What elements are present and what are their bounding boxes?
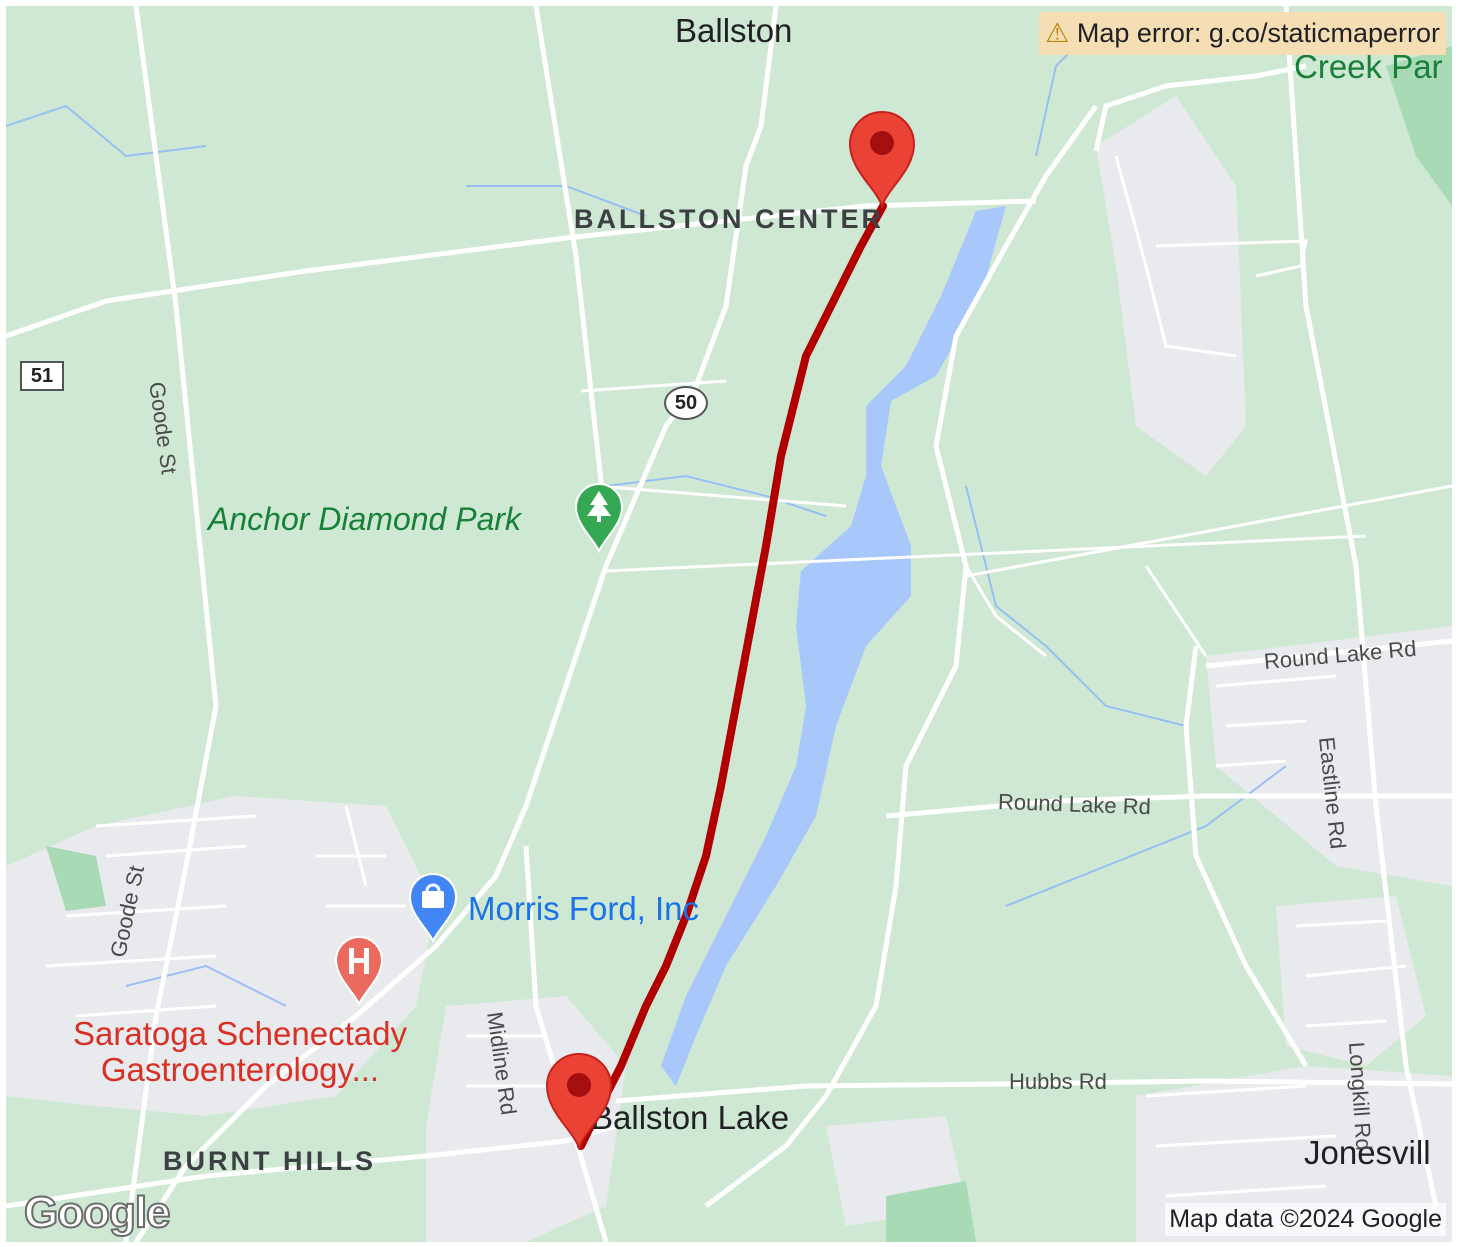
route-50-shield: 50 [664,386,708,420]
map-error-text: Map error: g.co/staticmaperror [1076,18,1440,48]
urban-areas [6,96,1452,1242]
map-error-banner[interactable]: ⚠ Map error: g.co/staticmaperror [1039,12,1446,55]
place-jonesville: Jonesvill [1304,1134,1431,1171]
route-51-shield: 51 [20,361,64,391]
place-creek-park: Creek Par [1294,48,1443,85]
road-label-round-lake-rd-mid: Round Lake Rd [997,789,1152,820]
tree-icon[interactable] [572,481,626,553]
road-label-hubbs-rd: Hubbs Rd [1009,1069,1107,1094]
map-canvas[interactable]: Ballston Creek Par BALLSTON CENTER Balls… [6,6,1452,1242]
water-bodies [661,206,1006,1086]
place-ballston-lake: Ballston Lake [591,1099,790,1136]
poi-morris-ford-label[interactable]: Morris Ford, Inc [468,890,700,927]
poi-hospital-line1: Saratoga Schenectady [73,1015,407,1052]
map-attribution[interactable]: Map data ©2024 Google [1165,1203,1446,1236]
place-burnt-hills: BURNT HILLS [163,1146,376,1176]
place-ballston: Ballston [675,12,793,49]
hospital-icon[interactable] [332,934,386,1006]
map-graphics [6,6,1452,1242]
map-pin-icon[interactable] [543,1050,615,1150]
poi-hospital-line2: Gastroenterology... [100,1051,380,1089]
google-logo: Google [23,1187,172,1238]
poi-anchor-diamond-park-label[interactable]: Anchor Diamond Park [208,501,522,537]
warning-icon: ⚠ [1045,18,1070,48]
poi-hospital-label[interactable]: Saratoga Schenectady Gastroenterology... [50,1015,430,1089]
place-ballston-center: BALLSTON CENTER [574,204,885,234]
route-line [577,202,887,1150]
map-pin-icon[interactable] [846,108,918,208]
shopping-bag-icon[interactable] [406,871,460,943]
